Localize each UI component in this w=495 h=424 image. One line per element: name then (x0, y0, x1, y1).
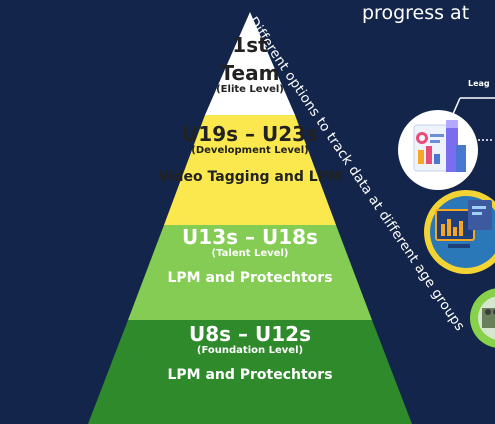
tier-development-level: (Development Level) (191, 145, 309, 156)
tier-foundation-tools: LPM and Protechtors (167, 367, 333, 383)
data-monitor-icon (424, 190, 495, 274)
callout-label: Leag (468, 79, 490, 88)
tier-foundation-title: U8s – U12s (189, 322, 311, 346)
tier-elite: 1st Team (Elite Level) (200, 34, 300, 95)
section-heading: progress at (362, 2, 470, 24)
tier-development-tools: Video Tagging and LPM (158, 169, 342, 185)
tier-foundation-level: (Foundation Level) (196, 345, 304, 356)
analytics-dashboard-icon (398, 110, 478, 190)
tier-foundation-band (88, 320, 412, 424)
tier-elite-title-line2: Team (220, 61, 280, 85)
tier-talent-tools: LPM and Protechtors (167, 270, 333, 286)
tier-elite-band (205, 12, 295, 115)
tier-elite-level: (Elite Level) (216, 84, 284, 95)
tier-elite-title-line1: 1st (232, 33, 268, 57)
tier-talent-level: (Talent Level) (211, 248, 289, 259)
tier-talent: U13s – U18s (Talent Level) LPM and Prote… (140, 226, 360, 286)
tier-talent-title: U13s – U18s (182, 225, 318, 249)
tier-talent-band (128, 225, 372, 320)
tier-development-band (164, 115, 336, 225)
tier-development: U19s – U23s (Development Level) Video Ta… (150, 123, 350, 185)
tier-foundation: U8s – U12s (Foundation Level) LPM and Pr… (130, 323, 370, 383)
team-photo-icon (470, 288, 495, 348)
tier-development-title: U19s – U23s (182, 122, 318, 146)
